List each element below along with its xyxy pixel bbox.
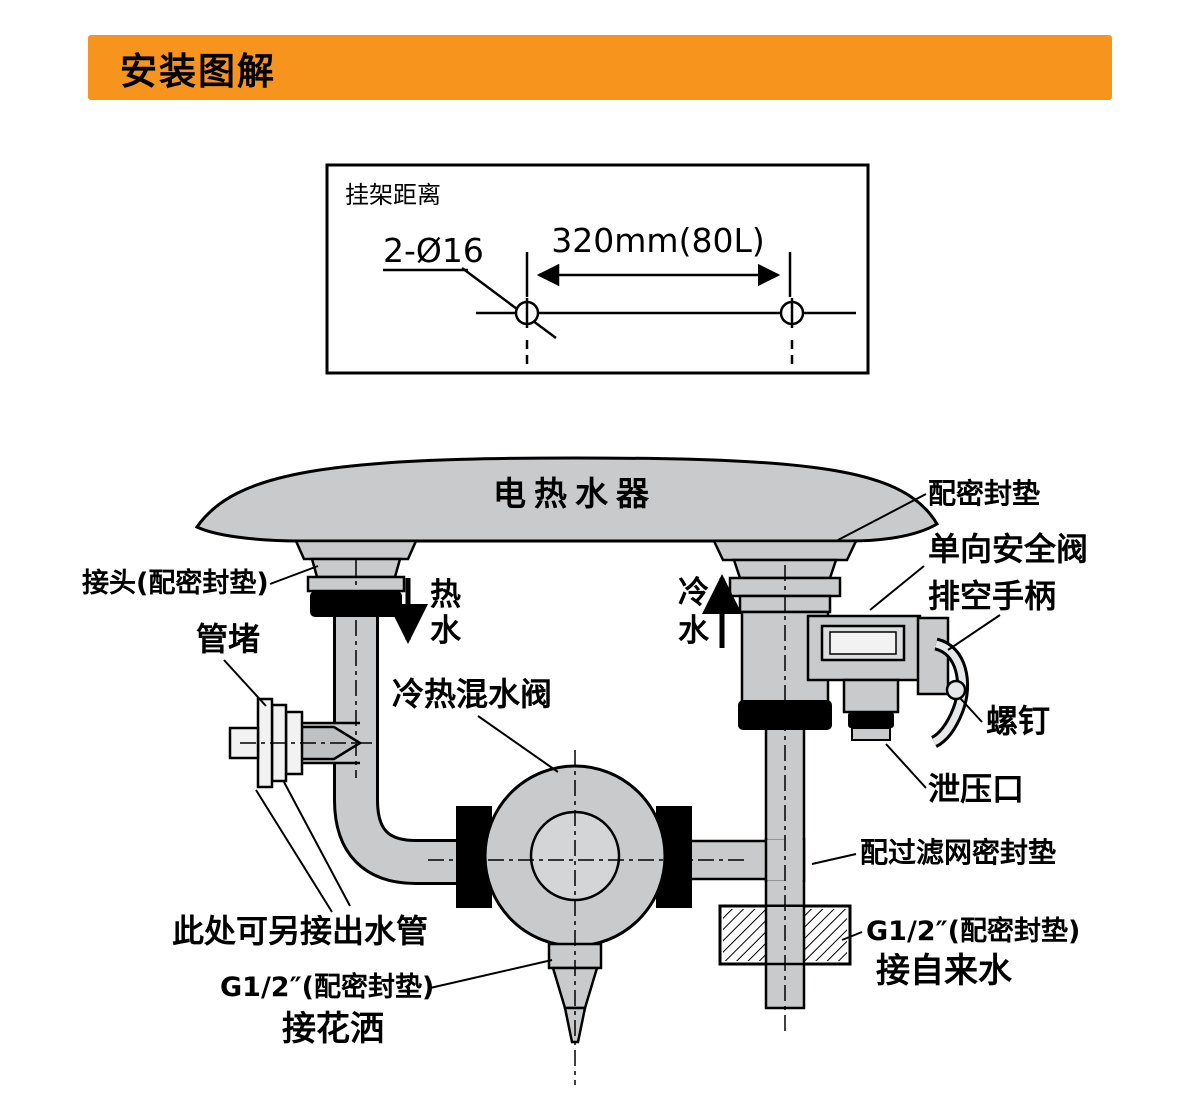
section-header: 安装图解	[88, 35, 1112, 100]
water-heater-tank: 电热水器	[194, 456, 940, 543]
relief-port	[842, 678, 900, 714]
label-gasket: 配密封垫	[928, 477, 1040, 510]
label-cold-1: 冷	[678, 575, 709, 611]
pipe-plug-assembly	[228, 697, 363, 789]
label-safety-valve: 单向安全阀	[928, 530, 1088, 568]
label-relief-port: 泄压口	[928, 770, 1024, 808]
label-tap-thread: G1/2″(配密封垫)	[866, 915, 1080, 947]
holes-label: 2-Ø16	[383, 231, 484, 270]
label-mixing-valve: 冷热混水阀	[392, 675, 552, 713]
label-hot-1: 热	[430, 577, 461, 613]
label-shower: 接花洒	[282, 1009, 384, 1049]
hot-water-pipe	[333, 610, 466, 885]
label-connector-gasket: 接头(配密封垫)	[82, 567, 269, 599]
holes-leader-line	[461, 266, 557, 340]
label-filter-gasket: 配过滤网密封垫	[860, 836, 1056, 869]
label-shower-thread: G1/2″(配密封垫)	[220, 971, 434, 1003]
leader-lines	[223, 493, 1001, 989]
centerlines	[240, 560, 786, 1085]
label-hot-2: 水	[430, 613, 462, 649]
page-title: 安装图解	[120, 49, 276, 93]
label-screw: 螺钉	[986, 702, 1050, 740]
screw	[945, 679, 967, 701]
bracket-box-title: 挂架距离	[345, 181, 441, 209]
label-alt-outlet: 此处可另接出水管	[172, 912, 428, 950]
bracket-distance-drawing: 挂架距离 2-Ø16 320mm(80L)	[325, 163, 870, 375]
safety-valve	[738, 610, 970, 748]
bracket-distance-box: 挂架距离 2-Ø16 320mm(80L)	[325, 163, 870, 375]
label-cold-2: 水	[678, 613, 710, 649]
label-pipe-plug: 管堵	[196, 620, 260, 658]
distance-label: 320mm(80L)	[551, 221, 764, 260]
bracket-box-border	[325, 163, 870, 375]
label-drain-handle: 排空手柄	[928, 577, 1056, 615]
heater-label: 电热水器	[493, 474, 657, 513]
mixing-valve	[456, 764, 692, 1044]
label-tap-water: 接自来水	[876, 951, 1013, 991]
